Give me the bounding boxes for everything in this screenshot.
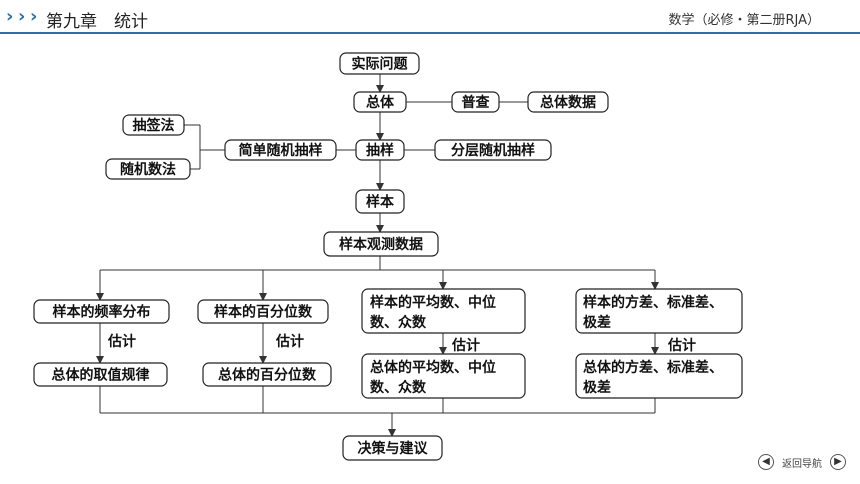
node-fenceng-label: 分层随机抽样 [451, 142, 535, 159]
node-yangben: 样本 [355, 189, 405, 214]
arrow-right-icon[interactable]: ▶ [830, 454, 846, 470]
node-b3-top-label-2: 数、众数 [370, 314, 427, 331]
node-zongtishuju: 总体数据 [527, 91, 609, 113]
node-b3-top-label-1: 样本的平均数、中位 [370, 294, 496, 311]
node-guance-label: 样本观测数据 [339, 236, 423, 253]
node-b4-top-label-2: 极差 [583, 314, 611, 331]
node-jiandan-label: 简单随机抽样 [239, 142, 323, 159]
node-chouyang: 抽样 [355, 139, 405, 161]
node-b4-top-label-1: 样本的方差、标准差、 [583, 294, 723, 311]
node-b4-bot-label-2: 极差 [583, 379, 611, 396]
nav-bar: ◀ 返回导航 ▶ [758, 454, 846, 470]
nav-label[interactable]: 返回导航 [782, 458, 822, 470]
node-suiji: 随机数法 [105, 158, 191, 180]
node-fenceng: 分层随机抽样 [434, 139, 552, 161]
node-b3-bot-label-1: 总体的平均数、中位 [370, 359, 496, 376]
node-jiandan: 简单随机抽样 [224, 139, 337, 161]
connectors [96, 74, 659, 437]
node-b2-bot: 总体的百分位数 [202, 362, 332, 387]
node-b3-bot-label-2: 数、众数 [370, 379, 427, 396]
node-b1-top: 样本的频率分布 [33, 299, 170, 324]
node-guance: 样本观测数据 [323, 231, 439, 257]
node-chouqian-label: 抽签法 [133, 117, 175, 134]
node-b1-bot-label: 总体的取值规律 [52, 367, 150, 384]
node-shiji-label: 实际问题 [352, 56, 409, 73]
node-chouqian: 抽签法 [122, 114, 185, 136]
node-zongti: 总体 [353, 91, 407, 113]
header-divider [0, 32, 860, 34]
subject-label: 数学（必修・第二册RJA） [668, 13, 820, 28]
estimate-label-1: 估计 [107, 333, 136, 350]
node-chouyang-label: 抽样 [366, 142, 394, 159]
node-b1-bot: 总体的取值规律 [33, 362, 168, 387]
estimate-label-4: 估计 [667, 337, 696, 354]
node-zongti-label: 总体 [366, 94, 395, 111]
node-b2-top: 样本的百分位数 [197, 299, 329, 324]
node-suiji-label: 随机数法 [120, 161, 176, 178]
node-juece-label: 决策与建议 [358, 440, 429, 457]
node-yangben-label: 样本 [366, 194, 395, 211]
node-zongtishuju-label: 总体数据 [540, 94, 596, 111]
header: ››› 第九章 统计 数学（必修・第二册RJA） [0, 0, 860, 34]
estimate-label-3: 估计 [451, 337, 480, 354]
chevrons-icon: ››› [6, 6, 38, 27]
node-juece: 决策与建议 [342, 435, 443, 461]
chapter-title: 第九章 统计 [46, 12, 148, 32]
node-b3-top: 样本的平均数、中位 数、众数 [361, 288, 526, 334]
node-shiji: 实际问题 [339, 52, 420, 75]
node-b4-top: 样本的方差、标准差、 极差 [575, 288, 743, 334]
node-b1-top-label: 样本的频率分布 [53, 304, 151, 321]
node-b4-bot-label-1: 总体的方差、标准差、 [583, 359, 723, 376]
node-b2-top-label: 样本的百分位数 [214, 304, 313, 321]
node-pucha: 普查 [451, 91, 500, 113]
node-pucha-label: 普查 [462, 94, 491, 111]
node-b2-bot-label: 总体的百分位数 [218, 367, 317, 384]
node-b4-bot: 总体的方差、标准差、 极差 [575, 353, 743, 399]
arrow-left-icon[interactable]: ◀ [758, 454, 774, 470]
estimate-label-2: 估计 [275, 333, 304, 350]
node-b3-bot: 总体的平均数、中位 数、众数 [361, 353, 526, 399]
